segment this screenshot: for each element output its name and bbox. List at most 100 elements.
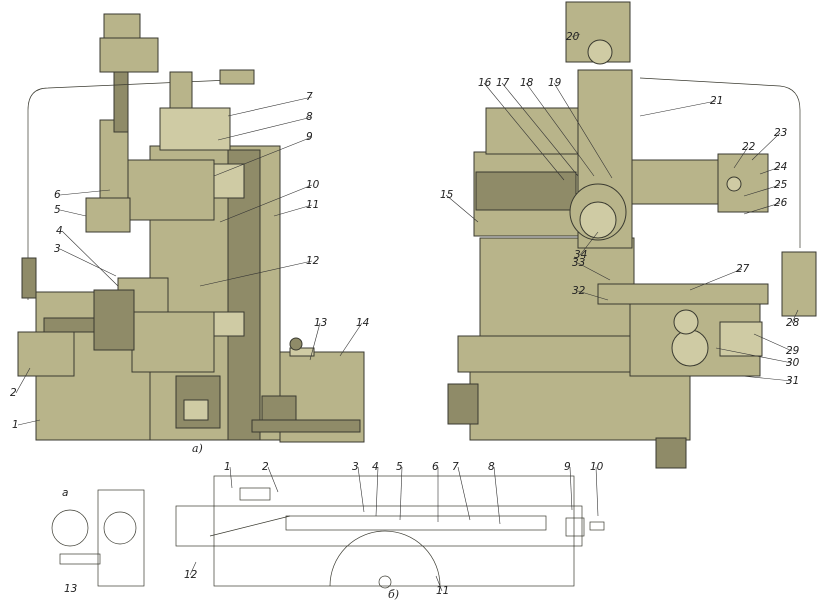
callout-a-4: 4 [56,225,63,237]
callout-r-34: 34 [574,249,587,261]
callout-a-5: 5 [54,204,61,216]
leader-b-10 [595,466,599,517]
callout-r-26: 26 [774,197,788,209]
callout-b-12: 12 [184,569,198,581]
leader-r-25 [743,184,781,197]
leader-a-11 [273,204,313,217]
callout-r-19: 19 [548,77,562,89]
callout-r-32: 32 [572,285,586,297]
callout-r-15: 15 [440,189,454,201]
leader-r-23 [751,132,781,161]
callout-b-3: 3 [352,461,359,473]
leader-b-4 [375,466,379,517]
callout-a-6: 6 [54,189,61,201]
leader-r-22 [733,146,749,169]
leader-a-3 [59,248,117,277]
figure-detail [51,489,145,587]
leader-a-10 [219,184,313,223]
callout-r-24: 24 [774,161,787,173]
figure-b-plan [175,475,605,589]
leader-b-2 [267,466,279,493]
callout-r-23: 23 [774,127,787,139]
leader-r-20 [571,33,581,38]
callout-b-6: 6 [432,461,439,473]
callout-d-а: а [62,487,68,499]
leader-r-32 [577,290,609,301]
leader-b-8 [493,466,501,525]
callout-a-14: 14 [356,317,369,329]
labels-figure-detail: а 13 [62,487,77,595]
callout-a-11: 11 [306,199,319,211]
leader-r-33 [577,262,611,281]
callout-b-8: 8 [488,461,495,473]
leader-b-12 [189,561,197,576]
figure-b-caption: б) [388,588,399,600]
leader-a-6 [59,189,111,196]
leader-b-9 [569,466,573,511]
leader-r-27 [689,268,743,291]
leader-r-16 [483,82,565,181]
leader-r-18 [525,82,595,177]
callout-b-1: 1 [224,461,231,473]
leader-r-34 [579,231,599,256]
leader-b-1 [229,466,233,489]
figure-right-machine [447,1,817,469]
callout-a-10: 10 [306,179,320,191]
leader-a-4 [61,230,119,287]
leader-a-8 [217,116,313,141]
callout-r-27: 27 [736,263,750,275]
callout-d-13: 13 [64,583,77,595]
leader-r-26 [743,202,781,215]
callout-r-21: 21 [710,95,723,107]
figure-a-caption: а) [192,442,203,455]
leader-b-5 [399,466,403,521]
callout-r-16: 16 [478,77,492,89]
callout-b-4: 4 [372,461,379,473]
callout-a-1: 1 [12,419,19,431]
callout-a-3: 3 [54,243,61,255]
leader-r-30 [715,347,793,364]
leader-a-14 [339,322,363,357]
leader-lines [15,33,799,592]
callout-b-9: 9 [564,461,571,473]
leader-a-2 [15,367,31,394]
callout-b-2: 2 [262,461,269,473]
leader-r-31 [741,375,793,382]
leader-b-7 [457,466,471,521]
callout-a-13: 13 [314,317,327,329]
leader-r-28 [791,309,799,324]
callout-r-31: 31 [786,375,799,387]
callout-b-11: 11 [436,585,449,597]
callout-a-9: 9 [306,131,313,143]
figure-a-machine [17,13,365,443]
callout-r-30: 30 [786,357,800,369]
callout-a-7: 7 [306,91,313,103]
callout-r-20: 20 [566,31,580,43]
callout-r-33: 33 [572,257,585,269]
callout-a-2: 2 [10,387,17,399]
callout-r-29: 29 [786,345,800,357]
leader-r-17 [501,82,579,177]
callout-r-18: 18 [520,77,534,89]
leader-r-29 [753,333,793,352]
leader-r-19 [553,82,613,179]
callout-r-22: 22 [742,141,756,153]
callout-a-8: 8 [306,111,313,123]
leader-a-5 [59,209,87,217]
leader-a-12 [199,260,313,287]
leader-r-15 [445,194,479,223]
leader-r-24 [759,166,781,175]
callout-r-25: 25 [774,179,788,191]
callout-r-17: 17 [496,77,510,89]
leader-a-13 [309,322,321,361]
leader-a-1 [17,419,41,426]
leader-b-11 [435,575,443,592]
callout-b-10: 10 [590,461,604,473]
callout-a-12: 12 [306,255,320,267]
leader-a-9 [213,136,313,177]
callout-b-5: 5 [396,461,403,473]
leader-b-3 [357,466,365,513]
